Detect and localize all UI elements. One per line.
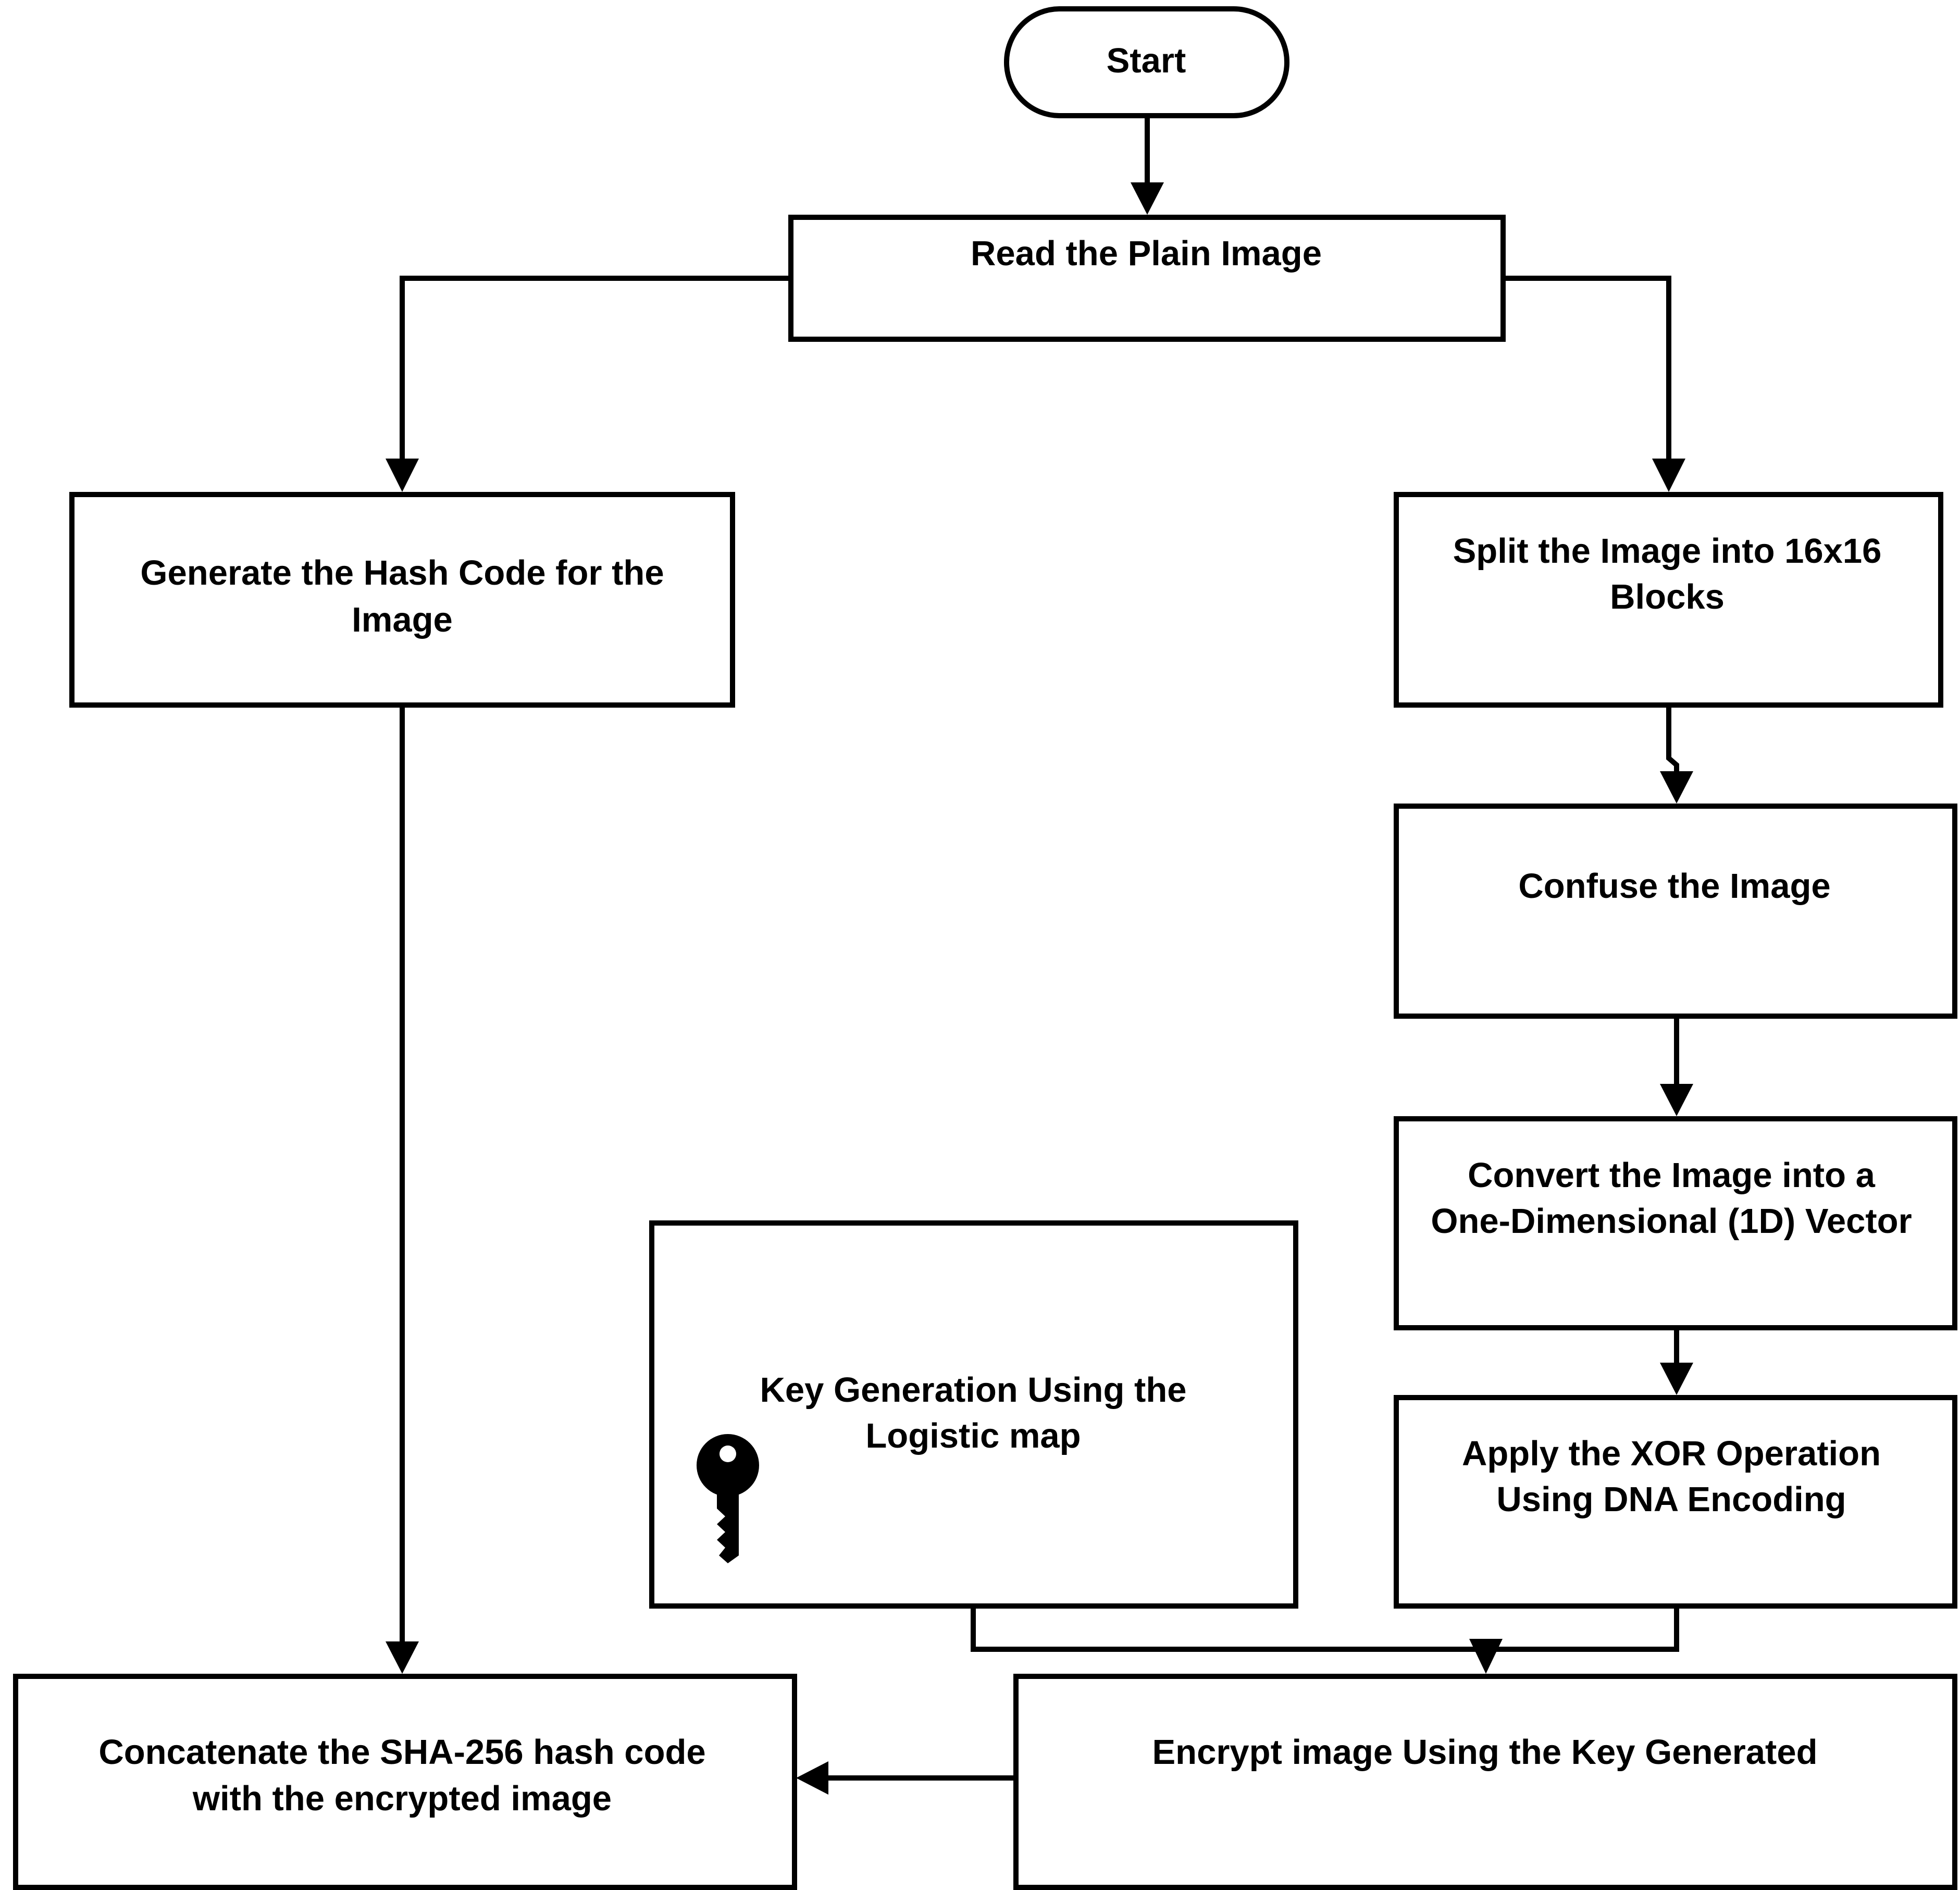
split-blocks-label-line2: Blocks	[1610, 577, 1725, 616]
confuse-image-box: Confuse the Image	[1394, 804, 1957, 1019]
arrow-encrypt-to-concat	[796, 1761, 1016, 1795]
encrypt-image-box: Encrypt image Using the Key Generated	[1013, 1674, 1957, 1890]
arrow-convert-to-xor	[1660, 1328, 1693, 1395]
start-terminator: Start	[1004, 6, 1289, 118]
generate-hash-label-line1: Generate the Hash Code for the	[140, 553, 664, 592]
generate-hash-box: Generate the Hash Code for the Image	[69, 492, 735, 708]
key-generation-box: Key Generation Using the Logistic map	[649, 1220, 1298, 1609]
concatenate-box: Concatenate the SHA-256 hash code with t…	[13, 1674, 797, 1890]
arrow-read-to-hash	[386, 276, 792, 492]
key-generation-label-line2: Logistic map	[865, 1416, 1081, 1455]
arrow-start-to-read	[1131, 116, 1164, 215]
read-plain-image-label: Read the Plain Image	[971, 234, 1322, 273]
encrypt-image-label: Encrypt image Using the Key Generated	[1152, 1733, 1817, 1772]
arrow-keygen-xor-to-encrypt	[971, 1606, 1679, 1674]
xor-dna-label-line1: Apply the XOR Operation	[1462, 1434, 1881, 1473]
read-plain-image-box: Read the Plain Image	[788, 215, 1506, 342]
arrow-confuse-to-convert	[1660, 1016, 1693, 1116]
start-label: Start	[1107, 41, 1186, 80]
generate-hash-label-line2: Image	[352, 600, 453, 639]
convert-1d-box: Convert the Image into a One-Dimensional…	[1394, 1116, 1957, 1330]
split-blocks-label-line1: Split the Image into 16x16	[1453, 532, 1882, 571]
convert-1d-label-line1: Convert the Image into a	[1468, 1156, 1876, 1195]
split-blocks-box: Split the Image into 16x16 Blocks	[1394, 492, 1943, 708]
arrow-split-to-confuse	[1660, 705, 1693, 804]
arrow-read-to-split	[1503, 276, 1685, 492]
confuse-image-label: Confuse the Image	[1518, 867, 1830, 906]
xor-dna-label-line2: Using DNA Encoding	[1496, 1480, 1846, 1519]
arrow-hash-to-concat	[386, 705, 419, 1674]
key-generation-label-line1: Key Generation Using the	[760, 1370, 1186, 1410]
key-icon	[697, 1434, 759, 1563]
xor-dna-box: Apply the XOR Operation Using DNA Encodi…	[1394, 1395, 1957, 1609]
convert-1d-label-line2: One-Dimensional (1D) Vector	[1431, 1202, 1912, 1241]
concatenate-label-line1: Concatenate the SHA-256 hash code	[98, 1733, 705, 1772]
concatenate-label-line2: with the encrypted image	[192, 1779, 612, 1818]
